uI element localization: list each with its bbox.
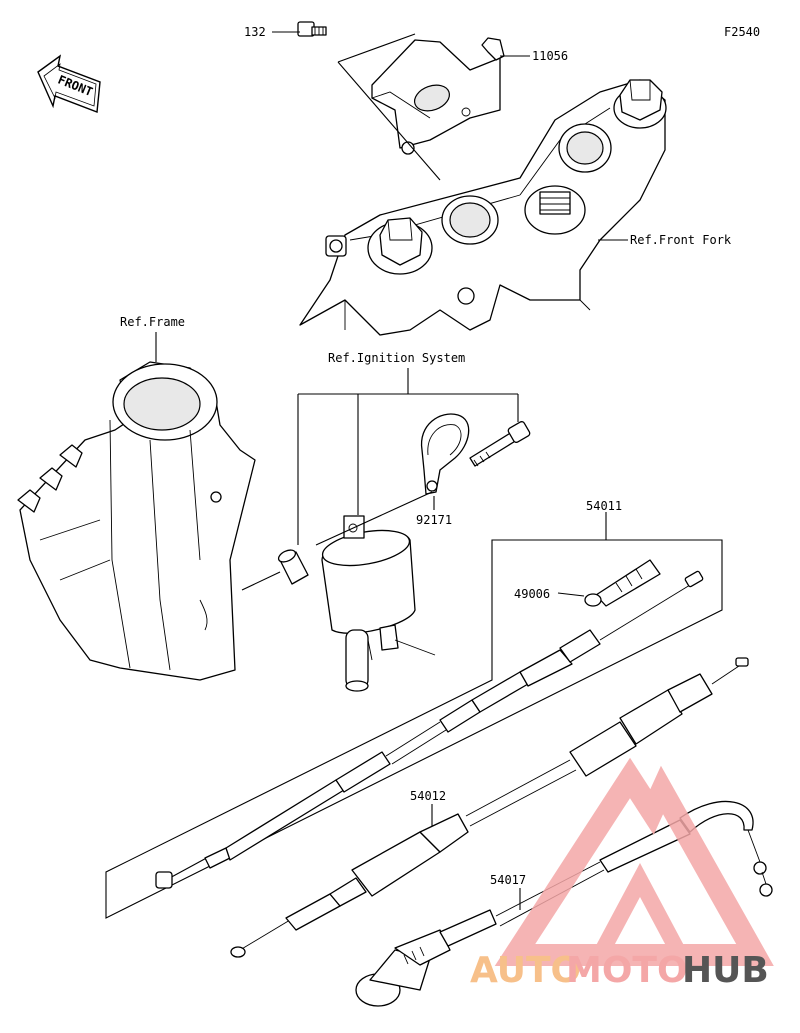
label-ref-front-fork: Ref.Front Fork	[630, 233, 732, 247]
grip-49006	[584, 559, 661, 607]
clamp-92171	[420, 413, 470, 495]
leader-lines	[155, 31, 628, 910]
cable-54017	[355, 800, 773, 1007]
frame-head	[17, 361, 256, 681]
label-132: 132	[244, 25, 266, 39]
label-92171: 92171	[416, 513, 452, 527]
label-54017: 54017	[490, 873, 526, 887]
watermark-hub: HUB	[682, 950, 769, 991]
label-11056: 11056	[532, 49, 568, 63]
cable-group-panel	[105, 539, 723, 919]
watermark-moto: MOTO	[566, 950, 688, 991]
watermark-logo	[494, 757, 774, 966]
label-49006: 49006	[514, 587, 550, 601]
upper-fork-bracket	[299, 79, 667, 336]
spacer-collar	[277, 549, 309, 585]
ignition-coil	[321, 515, 436, 692]
label-54012: 54012	[410, 789, 446, 803]
label-ref-frame: Ref.Frame	[120, 315, 185, 329]
bolt-132	[297, 21, 327, 37]
cable-54012	[230, 657, 749, 958]
label-54011: 54011	[586, 499, 622, 513]
bracket-11056	[371, 37, 505, 155]
long-bolt	[469, 421, 531, 467]
label-ref-ignition-system: Ref.Ignition System	[328, 351, 465, 365]
watermark-text: AUTO MOTO HUB	[470, 950, 769, 991]
diagram-code: F2540	[724, 25, 760, 39]
front-arrow-icon: FRONT	[37, 54, 101, 113]
watermark-auto: AUTO	[470, 950, 581, 991]
cable-54011	[155, 570, 704, 889]
